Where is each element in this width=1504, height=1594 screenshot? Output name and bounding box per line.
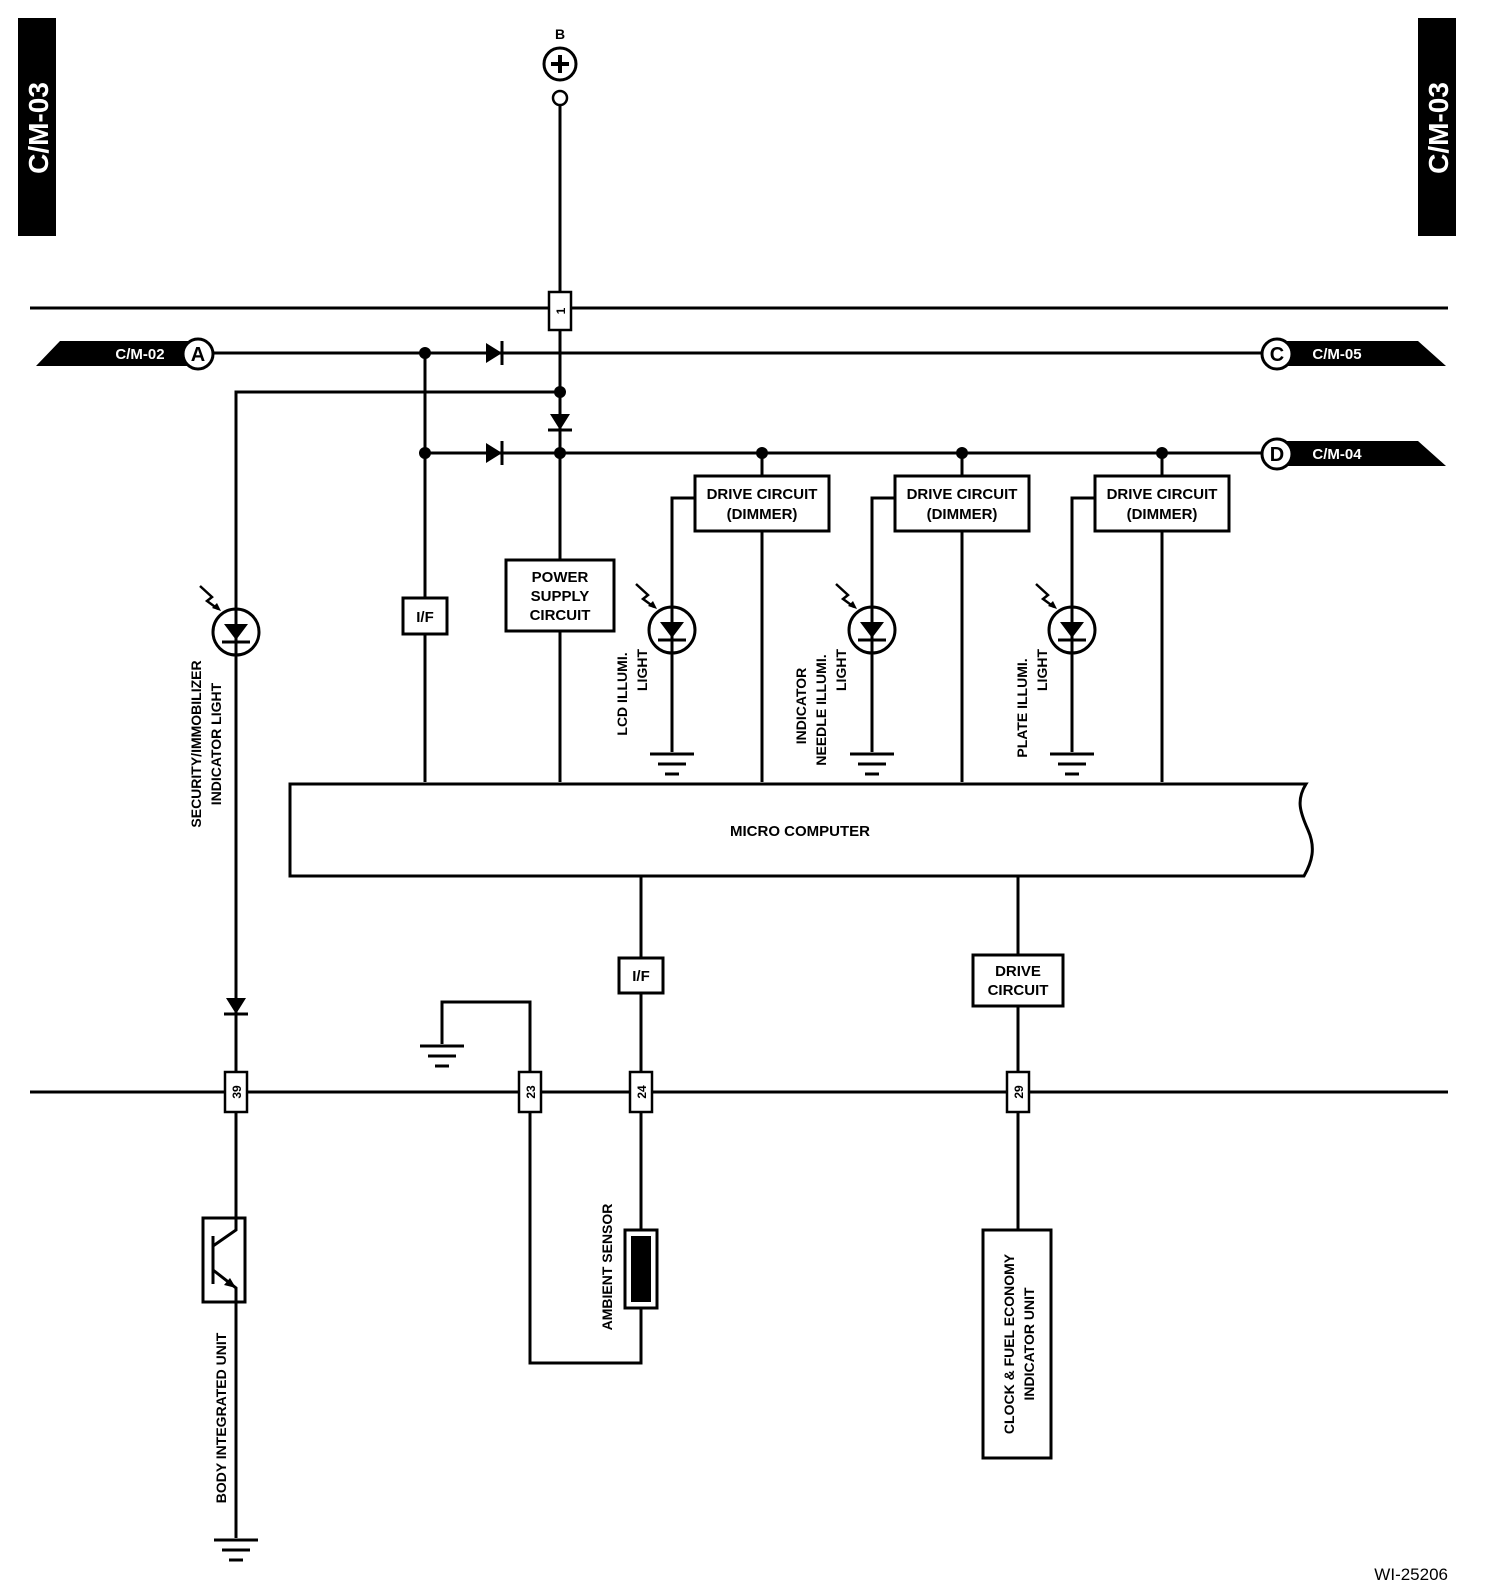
body-integrated-unit-label: BODY INTEGRATED UNIT — [213, 1332, 229, 1503]
page-tab-left: C/M-03 — [18, 18, 56, 236]
ground-sensor-icon — [420, 1044, 464, 1068]
terminal-24: 24 — [628, 1070, 654, 1114]
drive-dimmer-3-line-2: (DIMMER) — [1127, 506, 1198, 523]
drive-circuit-line-2: CIRCUIT — [988, 982, 1049, 999]
clock-unit-label-2: INDICATOR UNIT — [1021, 1287, 1037, 1400]
drive-circuit-dimmer-3: DRIVE CIRCUIT (DIMMER) — [1093, 474, 1231, 533]
connector-c: C/M-05 C — [1260, 337, 1446, 371]
power-label: B — [555, 26, 565, 42]
drive-circuit-dimmer-1: DRIVE CIRCUIT (DIMMER) — [693, 474, 831, 533]
needle-light-label-2: NEEDLE ILLUMI. — [813, 654, 829, 765]
terminal-39: 39 — [223, 1070, 249, 1114]
terminal-24-label: 24 — [635, 1085, 649, 1099]
power-supply-line-3: CIRCUIT — [530, 607, 591, 624]
security-light-label-1: SECURITY/IMMOBILIZER — [188, 660, 204, 827]
if-upper-block: I/F — [401, 596, 449, 636]
terminal-1-label: 1 — [554, 307, 568, 314]
drive-dimmer-2-line-2: (DIMMER) — [927, 506, 998, 523]
connector-c-label: C/M-05 — [1312, 346, 1361, 363]
micro-computer-block: MICRO COMPUTER — [288, 782, 1314, 878]
junction-dots — [419, 347, 1168, 459]
connector-c-letter: C — [1270, 344, 1284, 366]
lcd-light-label-2: LIGHT — [634, 649, 650, 691]
terminal-29: 29 — [1005, 1070, 1031, 1114]
security-indicator-lamp-icon — [199, 585, 261, 657]
clock-unit-label-1: CLOCK & FUEL ECONOMY — [1001, 1253, 1017, 1434]
plate-light-label: PLATE ILLUMI. LIGHT — [1014, 649, 1050, 758]
drive-dimmer-1-line-2: (DIMMER) — [727, 506, 798, 523]
drive-circuit-dimmer-2: DRIVE CIRCUIT (DIMMER) — [893, 474, 1031, 533]
ground-lcd-icon — [650, 752, 694, 776]
plate-light-label-2: LIGHT — [1034, 649, 1050, 691]
page-tab-right-label: C/M-03 — [1423, 82, 1454, 174]
drive-circuit-line-1: DRIVE — [995, 963, 1041, 980]
wiring — [30, 105, 1448, 1538]
needle-light-label-3: LIGHT — [833, 649, 849, 691]
drive-circuit-block: DRIVE CIRCUIT — [971, 953, 1065, 1008]
terminal-23: 23 — [517, 1070, 543, 1114]
connector-d: C/M-04 D — [1260, 437, 1446, 471]
plate-illumi-lamp-icon — [1035, 583, 1097, 655]
connector-a-letter: A — [191, 344, 205, 366]
micro-computer-label: MICRO COMPUTER — [730, 823, 870, 840]
drive-dimmer-2-line-1: DRIVE CIRCUIT — [907, 486, 1018, 503]
lcd-illumi-lamp-icon — [635, 583, 697, 655]
if-lower-label: I/F — [632, 968, 650, 985]
terminal-39-label: 39 — [230, 1085, 244, 1099]
terminal-23-label: 23 — [524, 1085, 538, 1099]
terminal-29-label: 29 — [1012, 1085, 1026, 1099]
if-lower-block: I/F — [617, 956, 665, 995]
clock-fuel-economy-unit: CLOCK & FUEL ECONOMY INDICATOR UNIT — [981, 1228, 1053, 1460]
lcd-light-label-1: LCD ILLUMI. — [614, 652, 630, 735]
drive-dimmer-3-line-1: DRIVE CIRCUIT — [1107, 486, 1218, 503]
power-supply-line-2: SUPPLY — [531, 588, 590, 605]
security-light-label-2: INDICATOR LIGHT — [208, 682, 224, 805]
reference-code: WI-25206 — [1374, 1565, 1448, 1584]
diode-a-line — [486, 341, 504, 365]
needle-illumi-lamp-icon — [835, 583, 897, 655]
connector-d-letter: D — [1270, 444, 1284, 466]
power-supply-circuit-block: POWER SUPPLY CIRCUIT — [504, 558, 616, 633]
if-upper-label: I/F — [416, 609, 434, 626]
battery-power-symbol: B — [542, 26, 578, 107]
security-light-label: SECURITY/IMMOBILIZER INDICATOR LIGHT — [188, 660, 224, 827]
transistor-icon — [201, 1216, 247, 1304]
ground-needle-icon — [850, 752, 894, 776]
ambient-sensor-icon — [623, 1228, 659, 1310]
connector-a: C/M-02 A — [36, 337, 215, 371]
connector-a-label: C/M-02 — [115, 346, 164, 363]
ground-body-unit-icon — [214, 1538, 258, 1562]
diode-d-line — [486, 441, 504, 465]
lcd-light-label: LCD ILLUMI. LIGHT — [614, 649, 650, 736]
needle-light-label-1: INDICATOR — [793, 668, 809, 744]
connector-d-label: C/M-04 — [1312, 446, 1362, 463]
terminal-1: 1 — [547, 290, 573, 332]
diode-security-line — [224, 998, 248, 1016]
page-tab-right: C/M-03 — [1418, 18, 1456, 236]
diode-power-line — [548, 414, 572, 432]
page-tab-left-label: C/M-03 — [23, 82, 54, 174]
drive-dimmer-1-line-1: DRIVE CIRCUIT — [707, 486, 818, 503]
ambient-sensor-label: AMBIENT SENSOR — [599, 1204, 615, 1331]
needle-light-label: INDICATOR NEEDLE ILLUMI. LIGHT — [793, 649, 849, 766]
power-supply-line-1: POWER — [532, 569, 589, 586]
plate-light-label-1: PLATE ILLUMI. — [1014, 658, 1030, 757]
ground-plate-icon — [1050, 752, 1094, 776]
